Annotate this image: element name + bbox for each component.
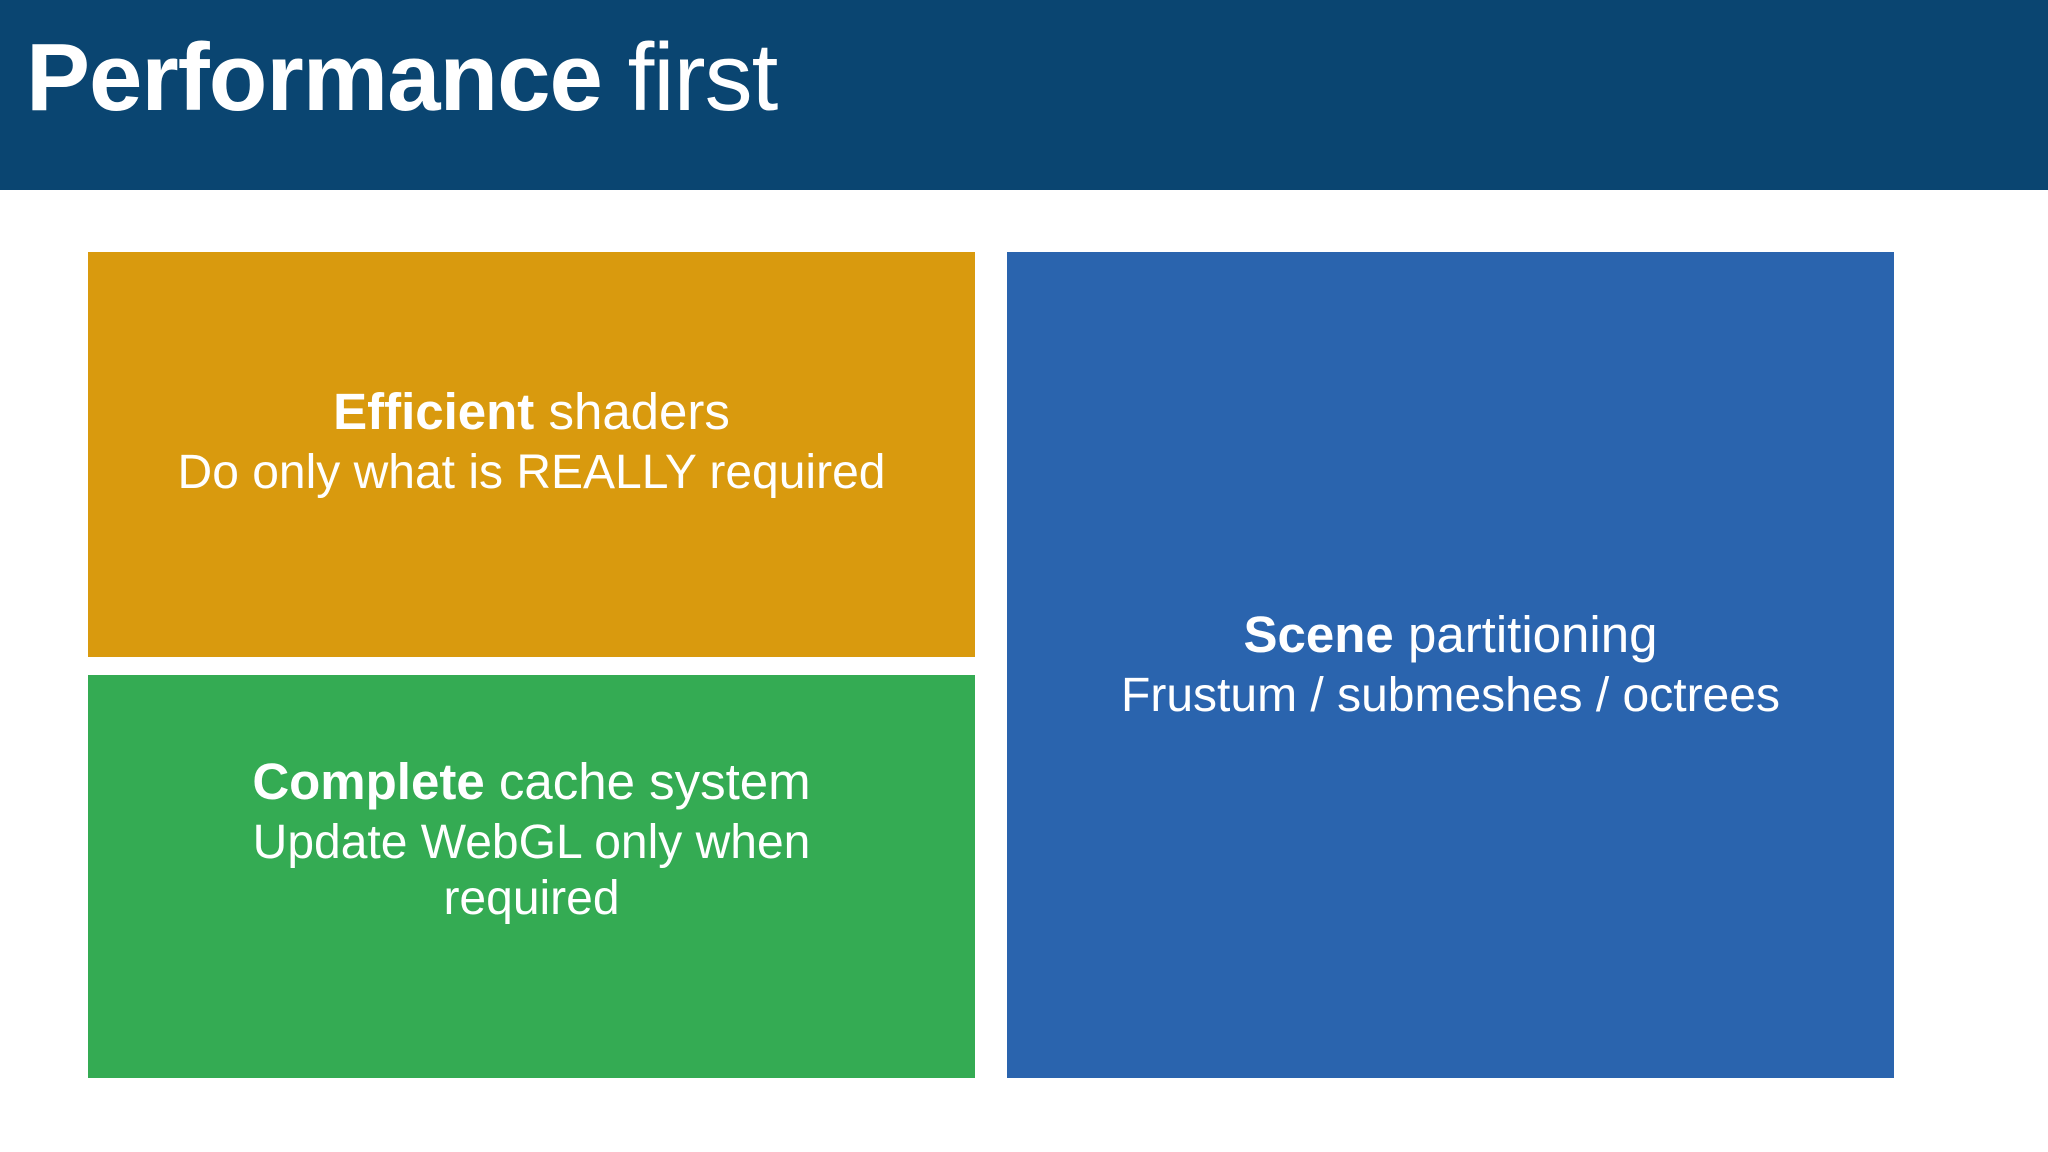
card-subtitle-efficient-shaders: Do only what is REALLY required	[177, 445, 886, 499]
card-heading-light: shaders	[534, 382, 730, 440]
page-title-light: first	[601, 24, 779, 131]
card-efficient-shaders: Efficient shaders Do only what is REALLY…	[88, 252, 975, 657]
slide-content-area: Efficient shaders Do only what is REALLY…	[0, 190, 2048, 1152]
page-title-strong: Performance	[26, 24, 603, 131]
card-heading-strong: Complete	[252, 753, 485, 811]
card-heading-efficient-shaders: Efficient shaders	[333, 383, 730, 441]
card-complete-cache-system: Complete cache system Update WebGL only …	[88, 675, 975, 1078]
card-heading-complete-cache-system: Complete cache system	[252, 753, 810, 811]
card-heading-strong: Efficient	[333, 382, 535, 440]
card-heading-strong: Scene	[1243, 606, 1394, 664]
card-heading-light: partitioning	[1393, 606, 1658, 664]
slide-header-bar: Performance first	[0, 0, 2048, 190]
card-heading-light: cache system	[484, 753, 811, 811]
page-title: Performance first	[26, 27, 778, 129]
card-subtitle-complete-cache-system: Update WebGL only when required	[252, 816, 811, 925]
card-heading-scene-partitioning: Scene partitioning	[1244, 606, 1658, 664]
card-subtitle-scene-partitioning: Frustum / submeshes / octrees	[1121, 669, 1780, 723]
card-scene-partitioning: Scene partitioning Frustum / submeshes /…	[1007, 252, 1894, 1078]
